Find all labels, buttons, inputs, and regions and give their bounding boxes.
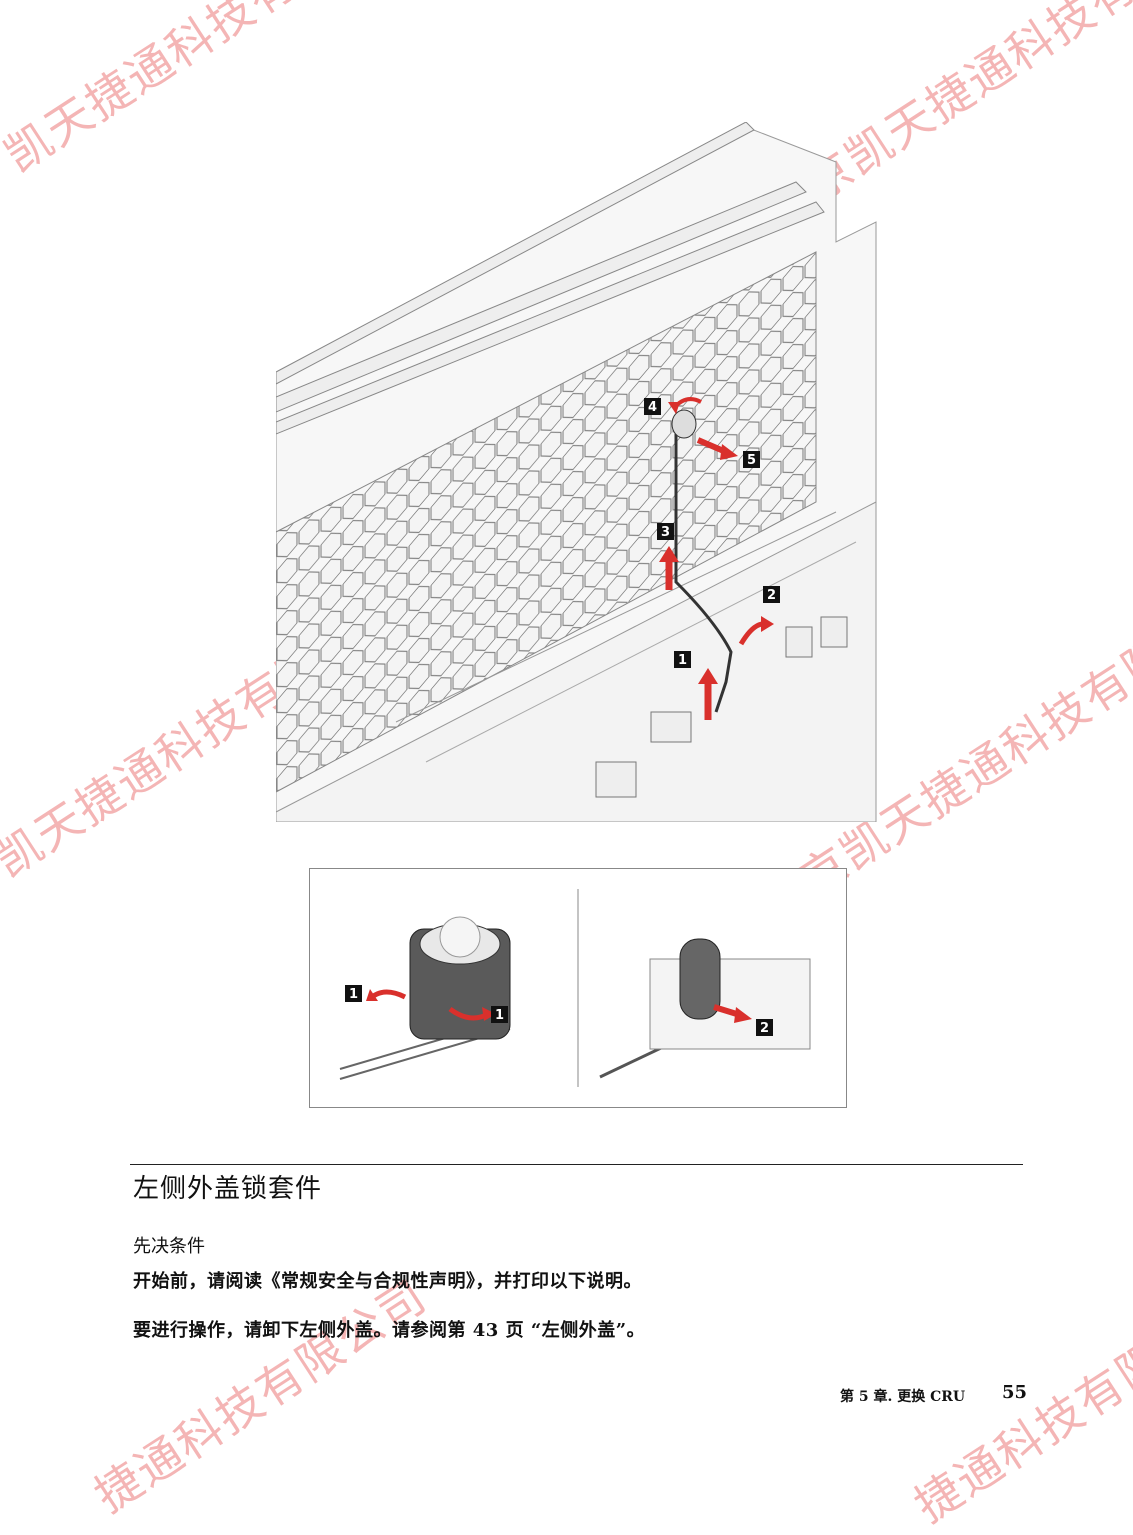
svg-text:2: 2 bbox=[760, 1021, 769, 1036]
detail-callout-1b: 1 bbox=[491, 1006, 508, 1023]
page-number: 55 bbox=[1002, 1382, 1028, 1403]
chassis-illustration: 1 2 3 4 5 bbox=[275, 121, 880, 823]
prerequisites-heading: 先决条件 bbox=[133, 1236, 205, 1257]
detail-callout-2: 2 bbox=[756, 1019, 773, 1036]
svg-text:5: 5 bbox=[747, 453, 756, 468]
svg-text:1: 1 bbox=[349, 987, 358, 1002]
svg-text:4: 4 bbox=[648, 400, 657, 415]
svg-text:3: 3 bbox=[661, 525, 670, 540]
page-link[interactable]: 43 bbox=[472, 1320, 499, 1341]
watermark-1: 凯天捷通科技有 bbox=[0, 0, 307, 183]
detail-illustration: 1 1 2 bbox=[309, 868, 847, 1108]
callout-2: 2 bbox=[763, 586, 780, 603]
callout-1: 1 bbox=[674, 651, 691, 668]
svg-text:1: 1 bbox=[678, 653, 687, 668]
section-title: 左侧外盖锁套件 bbox=[133, 1174, 323, 1204]
paragraph-safety: 开始前，请阅读《常规安全与合规性声明》，并打印以下说明。 bbox=[133, 1271, 642, 1292]
paragraph-remove-cover: 要进行操作，请卸下左侧外盖。请参阅第 43 页 “左侧外盖”。 bbox=[133, 1316, 645, 1342]
callout-3: 3 bbox=[657, 523, 674, 540]
para2-suffix: 页 “左侧外盖”。 bbox=[498, 1320, 646, 1341]
watermark-7: 捷通科技有限 bbox=[904, 1330, 1133, 1533]
para2-prefix: 要进行操作，请卸下左侧外盖。请参阅第 bbox=[133, 1320, 473, 1341]
watermark-6: 捷通科技有限公司 bbox=[84, 1268, 437, 1523]
footer: 第 5 章. 更换 CRU bbox=[840, 1386, 965, 1406]
section-divider bbox=[130, 1164, 1023, 1165]
callout-4: 4 bbox=[644, 398, 661, 415]
svg-text:2: 2 bbox=[767, 588, 776, 603]
svg-text:1: 1 bbox=[495, 1008, 504, 1023]
callout-5: 5 bbox=[743, 451, 760, 468]
detail-callout-1a: 1 bbox=[345, 985, 362, 1002]
footer-chapter: 第 5 章. 更换 CRU bbox=[840, 1389, 966, 1405]
